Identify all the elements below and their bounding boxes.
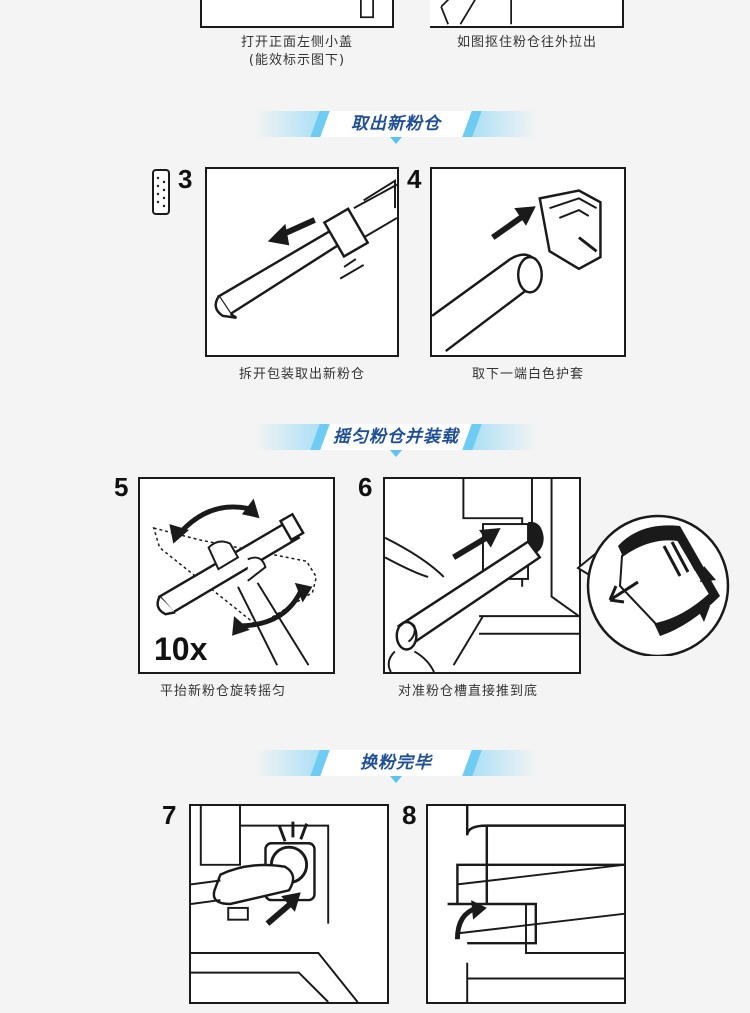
- step2-caption: 如图抠住粉仓往外拉出: [430, 34, 624, 52]
- step6-illustration: [383, 477, 581, 674]
- step8-drawing: [447, 806, 624, 1002]
- step8-number: 8: [402, 800, 417, 830]
- step2-caption-text: 如图抠住粉仓往外拉出: [456, 35, 597, 50]
- magnify-callout: [576, 514, 730, 656]
- step5-drawing: [152, 498, 318, 666]
- step3-number: 3: [178, 164, 193, 194]
- step6-drawing: [385, 479, 579, 672]
- step7-number: 7: [162, 800, 177, 830]
- step6-caption: 对准粉仓槽直接推到底: [397, 684, 538, 699]
- chevron-down-icon: [390, 776, 402, 783]
- step1-caption-line2: (能效标示图下): [248, 53, 346, 68]
- step3-illustration: [205, 167, 399, 357]
- step2-drawing: [440, 0, 512, 25]
- step4-illustration: [430, 167, 626, 357]
- toner-cartridge-icon: [152, 169, 170, 215]
- section-title: 摇匀粉仓并装载: [333, 427, 459, 447]
- step7-illustration: [189, 804, 389, 1004]
- chevron-down-icon: [390, 450, 402, 457]
- section-banner-take-out: 取出新粉仓: [255, 111, 537, 144]
- step4-number: 4: [407, 164, 422, 194]
- step1-illustration: [200, 0, 394, 28]
- step6-number: 6: [358, 472, 373, 502]
- step1-caption-line1: 打开正面左侧小盖: [240, 35, 353, 50]
- step7-drawing: [191, 806, 359, 1002]
- step8-illustration: [426, 804, 626, 1004]
- section-title: 换粉完毕: [360, 753, 432, 773]
- step5-number: 5: [114, 472, 129, 502]
- step5-illustration: 10x: [138, 477, 335, 674]
- step4-caption: 取下一端白色护套: [471, 367, 584, 382]
- step5-caption: 平抬新粉仓旋转摇匀: [159, 684, 286, 699]
- step2-illustration: [430, 0, 624, 28]
- step3-drawing: [214, 178, 397, 320]
- step1-caption: 打开正面左侧小盖 (能效标示图下): [200, 34, 394, 70]
- step4-drawing: [432, 189, 602, 353]
- shake-count-badge: 10x: [154, 631, 208, 667]
- step3-caption: 拆开包装取出新粉仓: [238, 367, 365, 382]
- section-title: 取出新粉仓: [351, 114, 441, 134]
- step1-drawing: [360, 0, 374, 19]
- section-banner-shake-install: 摇匀粉仓并装载: [255, 424, 537, 457]
- chevron-down-icon: [390, 137, 402, 144]
- section-banner-done: 换粉完毕: [255, 750, 537, 783]
